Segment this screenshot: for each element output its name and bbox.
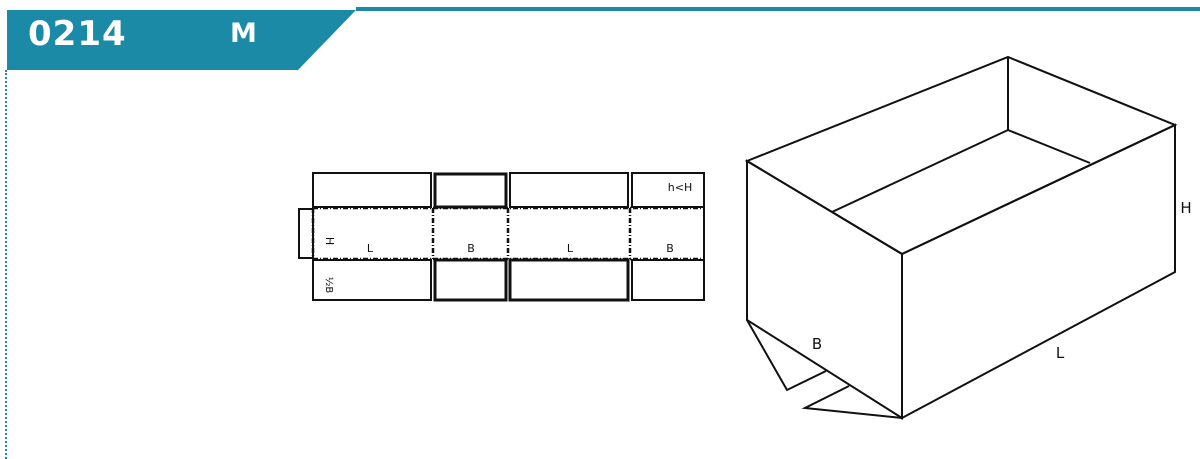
panel-label-4: B xyxy=(666,242,674,255)
height-label-flat: H xyxy=(323,237,336,245)
bottom-flap-1 xyxy=(312,259,432,301)
length-label-3d: L xyxy=(1056,344,1065,362)
box-front-face xyxy=(901,123,1176,420)
panel-label-2: B xyxy=(467,242,475,255)
flat-layout xyxy=(298,172,705,302)
box-inner-right xyxy=(1007,129,1091,164)
box-end-face xyxy=(746,159,903,420)
header-rule xyxy=(356,7,1200,11)
crease-lines xyxy=(311,206,704,261)
flap-label: ½B xyxy=(323,277,335,294)
height-label-3d: H xyxy=(1180,199,1191,217)
panel-label-3: L xyxy=(567,242,574,255)
bottom-flap-right xyxy=(801,385,903,419)
width-label-3d: B xyxy=(812,335,822,353)
left-dotted-border xyxy=(5,70,7,459)
panel-label-1: L xyxy=(367,242,374,255)
header-tab xyxy=(7,10,356,70)
box-inner-left xyxy=(831,129,1009,213)
bottom-flap-2 xyxy=(433,258,508,302)
top-flap-2 xyxy=(433,172,508,209)
top-flap-3 xyxy=(509,172,629,208)
header-bar xyxy=(7,7,1200,70)
bottom-flap-left xyxy=(746,319,827,392)
size-label: M xyxy=(230,18,258,49)
top-flap-1 xyxy=(312,172,432,208)
style-code: 0214 xyxy=(28,14,127,54)
bottom-flap-4 xyxy=(631,259,705,301)
glue-flap xyxy=(298,208,314,259)
bottom-flap-3 xyxy=(508,258,630,302)
box-3d xyxy=(744,55,1178,420)
flap-height-note: h<H xyxy=(668,181,692,194)
